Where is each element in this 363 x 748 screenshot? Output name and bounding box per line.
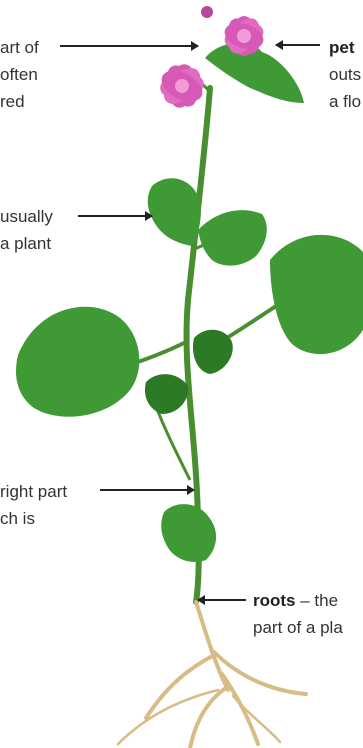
petal-label-line-2: outs — [329, 61, 361, 88]
flower-label-line-3: red — [0, 88, 39, 115]
petal-term: pet — [329, 38, 355, 57]
roots-label-rest: – the — [296, 591, 339, 610]
stem-arrow — [100, 489, 194, 491]
roots-arrow — [198, 599, 246, 601]
leaf-label: usually a plant — [0, 203, 53, 257]
petal-label-line-3: a flo — [329, 88, 361, 115]
flower-label-line-1: art of — [0, 34, 39, 61]
leaf-upper-left — [148, 178, 201, 246]
petal-label: pet outs a flo — [329, 34, 361, 115]
stem-label: right part ch is — [0, 478, 67, 532]
stem-label-line-1: right part — [0, 478, 67, 505]
roots-term: roots — [253, 591, 296, 610]
leaf-arrow — [78, 215, 152, 217]
flower-label-line-2: often — [0, 61, 39, 88]
leaf-label-line-2: a plant — [0, 230, 53, 257]
roots-label-line-2: part of a pla — [253, 614, 343, 641]
stem-label-line-2: ch is — [0, 505, 67, 532]
petal-arrow — [276, 44, 320, 46]
leaf-left-large — [16, 307, 139, 417]
leaf-mid-right-small — [193, 330, 233, 374]
leaf-label-line-1: usually — [0, 203, 53, 230]
leaf-bottom — [161, 504, 216, 562]
leaf-right-large — [270, 235, 363, 354]
roots-label: roots – the part of a pla — [253, 587, 343, 641]
leaf-upper-right — [198, 210, 267, 265]
flower-arrow — [60, 45, 198, 47]
flower-label: art of often red — [0, 34, 39, 115]
flower-lower — [156, 61, 207, 112]
leaf-lower-left — [145, 374, 188, 414]
flower-bud — [201, 6, 213, 18]
